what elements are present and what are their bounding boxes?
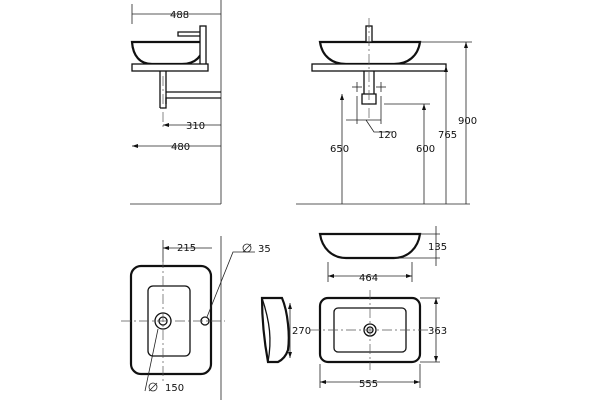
- dia-35-leader: [206, 251, 255, 318]
- side-faucet-spout: [177, 31, 200, 37]
- dia-150-leader: [144, 328, 159, 392]
- section-view: 270: [260, 296, 311, 364]
- arrow-650: [340, 94, 344, 100]
- dim-35: 35: [258, 244, 271, 255]
- dim-650: 650: [330, 144, 349, 155]
- section-basin: [260, 296, 290, 364]
- dim-488: 488: [170, 10, 189, 21]
- dim-480: 480: [171, 142, 190, 153]
- dim-900: 900: [458, 116, 477, 127]
- supply-right: [376, 82, 386, 92]
- side-basin: [130, 40, 207, 66]
- supply-left: [352, 82, 362, 92]
- dim-120-leader: [365, 119, 393, 133]
- arrow-310: [163, 123, 169, 127]
- top-view: 215 35 150: [121, 236, 271, 400]
- front-trap: [361, 93, 377, 105]
- front-counter: [311, 63, 447, 72]
- dim-310: 310: [186, 121, 205, 132]
- dim-215: 215: [177, 243, 196, 254]
- dim-765: 765: [438, 130, 457, 141]
- side-view: 488 310 480: [130, 0, 222, 205]
- dim-555: 555: [359, 379, 378, 390]
- arrow-480: [132, 144, 138, 148]
- elevation-view: 135 464: [318, 226, 447, 284]
- side-pipe-bend: [160, 97, 221, 109]
- dim-120: 120: [378, 130, 397, 141]
- arrow-900: [464, 42, 468, 48]
- dim-135: 135: [428, 242, 447, 253]
- plan-view: 363 555: [310, 290, 447, 390]
- top-basin-outer: [129, 264, 213, 376]
- front-basin: [318, 40, 422, 66]
- dim-600: 600: [416, 144, 435, 155]
- front-view: 120 650 600 765 900: [296, 18, 477, 205]
- section-inner: [261, 297, 271, 363]
- arrow-765: [444, 66, 448, 72]
- dim-464: 464: [359, 273, 378, 284]
- dim-150: 150: [165, 383, 184, 394]
- arrow-600: [422, 104, 426, 110]
- dia-150-circle: [148, 382, 158, 392]
- side-counter: [131, 63, 209, 72]
- elev-basin: [318, 232, 422, 260]
- arrow-215: [163, 246, 169, 250]
- dim-270: 270: [292, 326, 311, 337]
- dia-35-circle: [242, 243, 252, 253]
- dim-363: 363: [428, 326, 447, 337]
